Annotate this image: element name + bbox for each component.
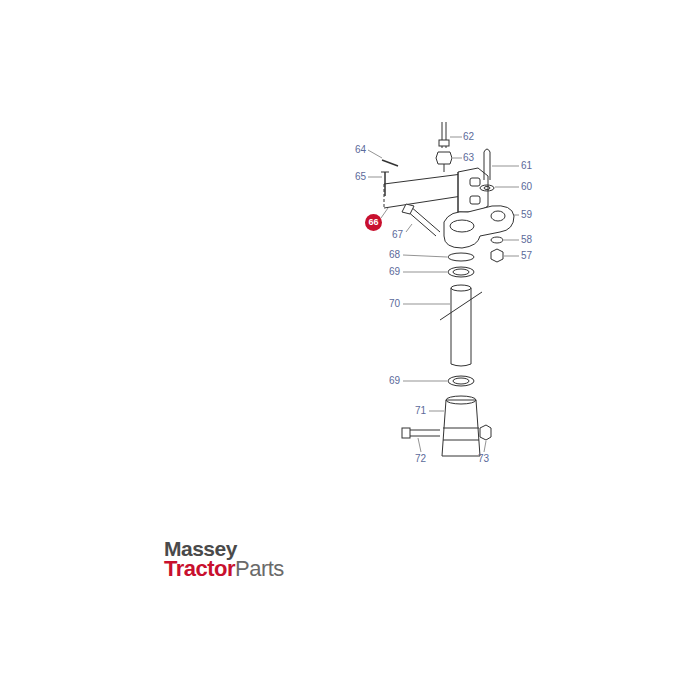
- logo-text: Parts: [235, 558, 284, 580]
- callout-number: 71: [415, 406, 426, 416]
- callout-number: 67: [392, 230, 403, 240]
- callout-number: 58: [521, 235, 532, 245]
- callout-number: 73: [478, 454, 489, 464]
- callout-number: 63: [463, 153, 474, 163]
- callout-number: 64: [355, 145, 366, 155]
- callout-number: 68: [389, 250, 400, 260]
- callout-number: 61: [521, 161, 532, 171]
- callout-number: 66: [368, 218, 378, 227]
- callout-number: 59: [521, 210, 532, 220]
- callout-number: 57: [521, 251, 532, 261]
- callout-number: 65: [355, 172, 366, 182]
- callout-number: 62: [463, 132, 474, 142]
- callout-badge: 66: [365, 214, 382, 231]
- logo-text: Tractor: [164, 558, 235, 580]
- callout-number: 69: [389, 267, 400, 277]
- callout-number: 72: [415, 454, 426, 464]
- callout-number: 69: [389, 376, 400, 386]
- callout-number: 70: [389, 299, 400, 309]
- callout-number: 60: [521, 182, 532, 192]
- logo-text: Massey: [164, 538, 237, 559]
